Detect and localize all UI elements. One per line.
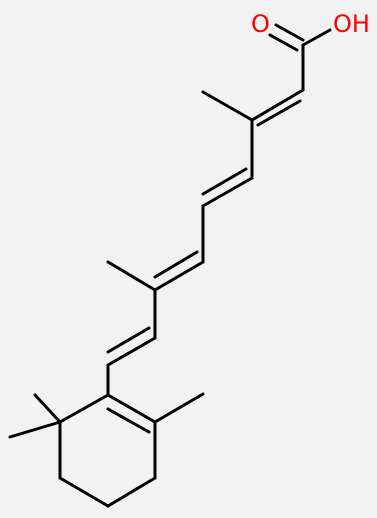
bond-ring-c1-c2-double xyxy=(106,407,151,434)
bond-c7-methyl xyxy=(106,260,157,292)
atom-oh: OH xyxy=(333,10,370,38)
bond-c8-c9 xyxy=(106,336,157,367)
bond-ring-c1-c2 xyxy=(106,393,157,424)
bond-c4-c5-double xyxy=(201,167,248,196)
bond-c1-o-carbonyl-double xyxy=(274,23,305,42)
bond-c2-c3 xyxy=(250,88,305,122)
bond-ring-c3-c4 xyxy=(106,476,157,508)
bond-ring-c6-c1 xyxy=(58,393,110,424)
atom-o-carbonyl: O xyxy=(251,10,270,38)
bonds xyxy=(8,23,332,508)
bond-c6-c7 xyxy=(153,260,205,292)
bond-c6-c7-double xyxy=(153,250,199,279)
bond-c3-methyl xyxy=(201,90,254,122)
bond-c1-oh xyxy=(301,28,332,47)
bond-ring-c6-methyl-b xyxy=(8,420,62,439)
bond-ring-c4-c5 xyxy=(58,476,110,508)
bond-ring-c2-methyl xyxy=(153,392,205,424)
bond-c1-o-carbonyl xyxy=(268,33,299,52)
bond-ring-c6-methyl-a xyxy=(33,393,62,424)
bond-c4-c5 xyxy=(201,176,254,208)
bond-c2-c3-double xyxy=(256,99,302,127)
bond-c8-c9-double xyxy=(106,326,151,354)
